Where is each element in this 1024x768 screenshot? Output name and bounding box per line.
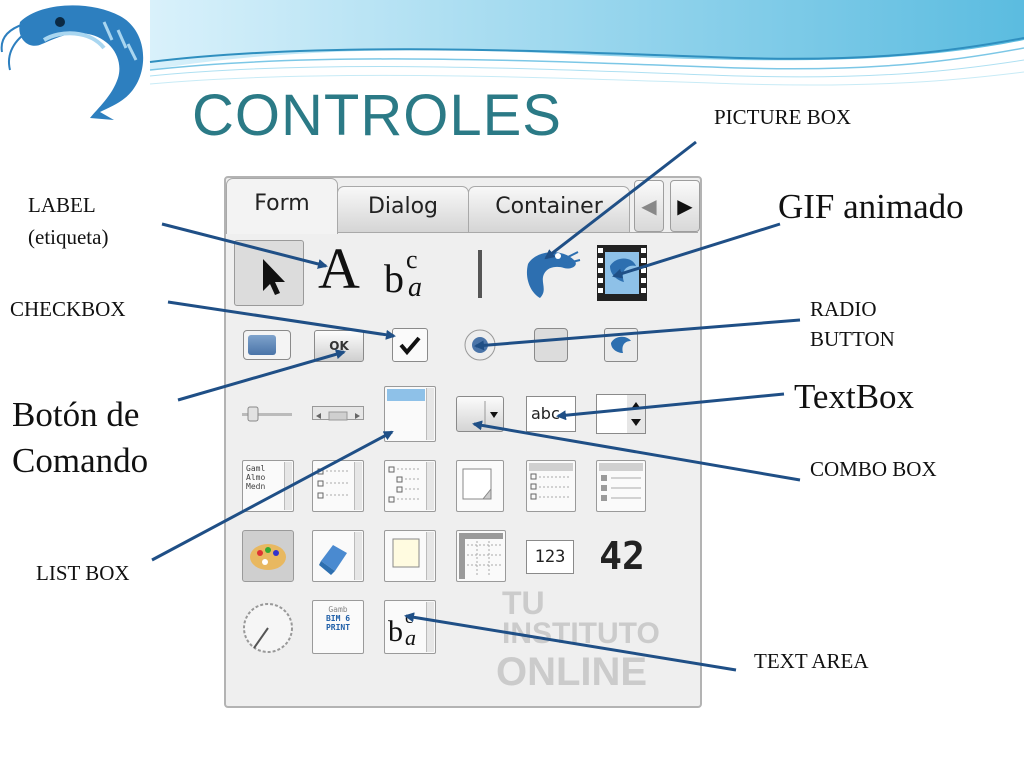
listbox-icon[interactable]: [384, 386, 436, 442]
print-text-1: Gamb: [328, 605, 348, 614]
annotation-radio-line2: BUTTON: [810, 327, 895, 351]
header-wave: [149, 0, 1024, 86]
watermark-line2: INSTITUTO: [502, 617, 660, 650]
color-picker-icon[interactable]: [242, 530, 294, 582]
checkbox-icon[interactable]: [392, 328, 428, 362]
annotation-picture-box: PICTURE BOX: [714, 105, 852, 129]
tab-form[interactable]: Form: [226, 178, 338, 234]
annotation-radio-line1: RADIO: [810, 297, 877, 321]
table-view-icon[interactable]: [526, 460, 576, 512]
annotation-label-line1: LABEL: [28, 193, 96, 217]
picture-box-icon[interactable]: [518, 244, 582, 300]
button-icon[interactable]: OK: [314, 330, 364, 362]
tab-next-button[interactable]: ▶: [670, 180, 700, 232]
svg-text:b: b: [388, 615, 403, 648]
tab-dialog[interactable]: Dialog: [337, 186, 469, 232]
watermark-line1: TU: [502, 585, 545, 621]
value-box-icon[interactable]: 123: [526, 540, 574, 574]
tab-prev-button[interactable]: ◀: [634, 180, 664, 232]
column-view-icon[interactable]: [312, 460, 364, 512]
annotation-boton-line2: Comando: [12, 441, 149, 480]
annotation-combo-box: COMBO BOX: [810, 457, 937, 481]
spin-box-icon[interactable]: [596, 394, 646, 434]
svg-text:b: b: [384, 256, 404, 300]
tool-button-icon[interactable]: [604, 328, 638, 362]
tree-view-icon[interactable]: Gaml Almo Medn: [242, 460, 294, 512]
annotation-text-area: TEXT AREA: [754, 649, 869, 673]
file-chooser-icon[interactable]: [312, 530, 364, 582]
printer-icon[interactable]: Gamb BIM 6 PRINT: [312, 600, 364, 654]
dial-icon[interactable]: [240, 600, 296, 656]
separator-icon[interactable]: [478, 250, 482, 298]
pointer-icon[interactable]: [234, 240, 304, 306]
animation-icon[interactable]: [596, 244, 648, 302]
tab-container[interactable]: Container: [468, 186, 630, 232]
annotation-boton-line1: Botón de: [12, 395, 140, 434]
slide-title: CONTROLES: [192, 83, 562, 148]
lcd-number-icon[interactable]: 42: [599, 534, 645, 578]
svg-text:c: c: [405, 607, 413, 627]
watermark-line3: ONLINE: [496, 650, 648, 694]
scrollbar-icon[interactable]: [312, 406, 364, 421]
watermark: TU INSTITUTO ONLINE: [496, 585, 660, 694]
annotation-textbox: TextBox: [794, 377, 915, 416]
panel-icon[interactable]: [384, 530, 436, 582]
print-text-3: PRINT: [325, 623, 351, 632]
combo-box-icon[interactable]: [456, 396, 504, 432]
toggle-icon[interactable]: [243, 330, 291, 360]
grid-view-icon[interactable]: [456, 460, 504, 512]
annotation-label-line2: (etiqueta): [28, 225, 109, 249]
shrimp-logo: [0, 5, 144, 120]
print-text-2: BIM 6: [325, 614, 351, 623]
svg-text:c: c: [406, 245, 418, 274]
label-icon[interactable]: A: [318, 236, 360, 301]
icon-view-icon[interactable]: [596, 460, 646, 512]
annotation-gif: GIF animado: [778, 187, 964, 226]
svg-text:a: a: [405, 625, 416, 650]
radio-button-icon[interactable]: [462, 328, 498, 362]
slider-icon[interactable]: [242, 404, 292, 424]
textbox-icon[interactable]: abc: [526, 396, 576, 432]
annotation-checkbox: CHECKBOX: [10, 297, 126, 321]
annotation-list-box: LIST BOX: [36, 561, 130, 585]
tree-icon[interactable]: [384, 460, 436, 512]
frame-icon[interactable]: [534, 328, 568, 362]
svg-text:a: a: [408, 272, 422, 300]
tab-divider: [228, 232, 698, 233]
gridview-icon[interactable]: [456, 530, 506, 582]
